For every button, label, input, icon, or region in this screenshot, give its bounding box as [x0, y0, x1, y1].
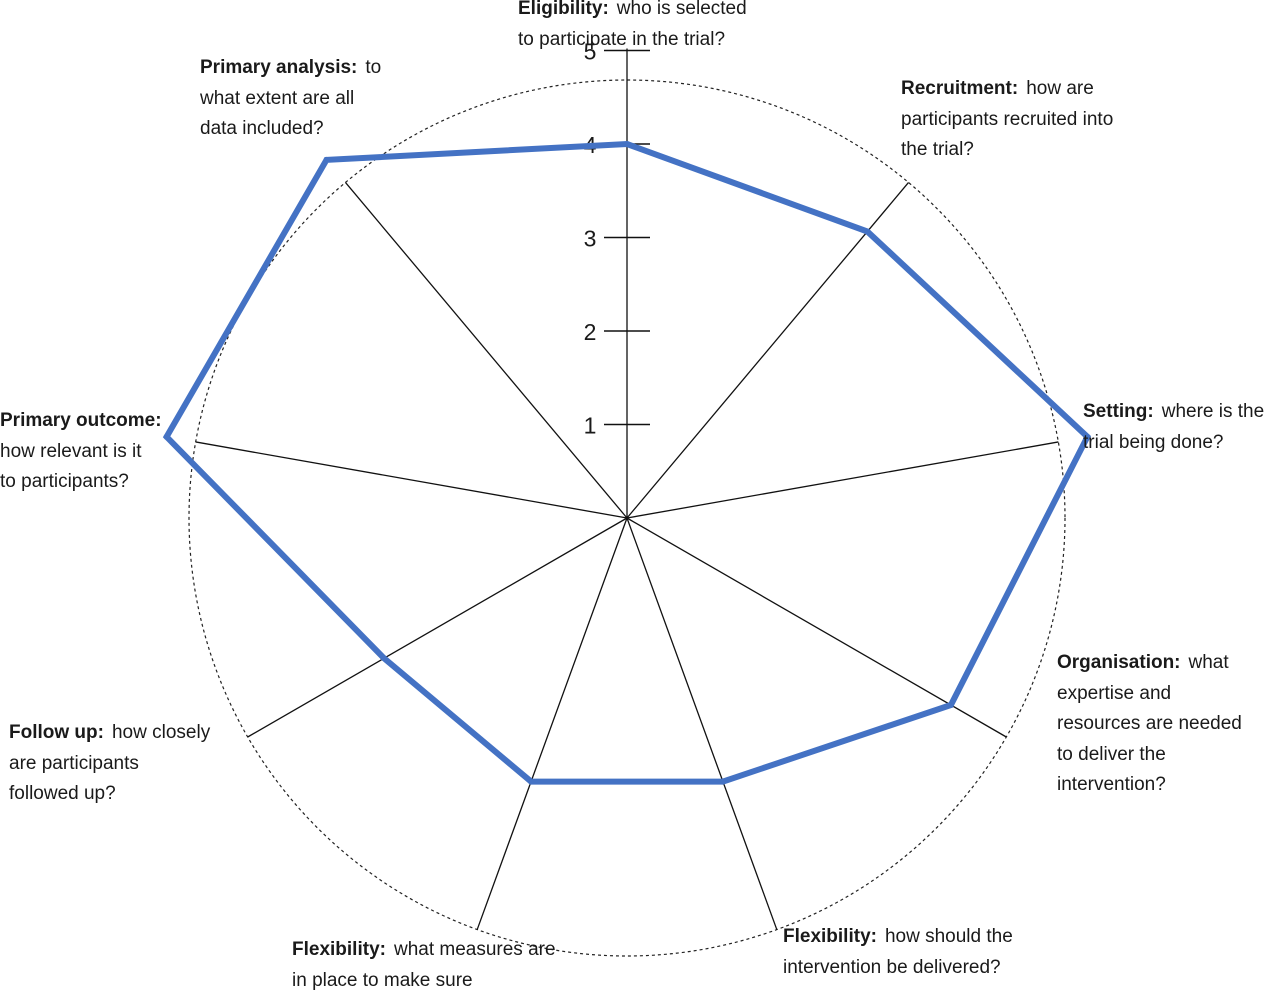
label-organisation: Organisation: what expertise and resources … [1057, 648, 1242, 801]
spoke-line-9 [344, 182, 628, 519]
axis-description: how closely [111, 722, 211, 743]
axis-title: Primary analysis: [200, 57, 358, 78]
axis-description: the trial? [901, 139, 974, 160]
axis-description: data included? [200, 118, 324, 139]
label-flexibility-delivery: Flexibility: how should the intervention b… [783, 922, 1013, 983]
axis-description: are participants [9, 752, 139, 774]
tick-label: 3 [584, 226, 597, 252]
label-flexibility-measures: Flexibility: what measures are in place to… [292, 935, 556, 996]
axis-title: Primary outcome: [0, 410, 162, 431]
axis-title: Flexibility: [292, 939, 386, 960]
outer-boundary-circle [188, 79, 1066, 957]
label-primary-outcome: Primary outcome: how relevant is it to par… [0, 406, 162, 498]
axis-description: to participate in the trial? [518, 28, 726, 50]
axis-description: trial being done? [1083, 431, 1224, 453]
spoke-line-3 [626, 441, 1059, 519]
axis-title: Flexibility: [783, 926, 877, 947]
spoke-line-7 [247, 517, 628, 738]
spoke-line-6 [476, 517, 628, 930]
data-point-2 [864, 228, 871, 235]
data-point-7 [381, 655, 388, 662]
axis-description: expertise and [1057, 682, 1172, 704]
axis-description: intervention be delivered? [783, 956, 1001, 978]
spoke-line-4 [626, 517, 1007, 738]
axis-description: who is selected [616, 0, 747, 19]
axis-description: in place to make sure [292, 969, 473, 991]
data-point-1 [624, 141, 630, 147]
axis-description: how should the [884, 926, 1013, 947]
axis-description: how relevant is it [0, 440, 142, 462]
tick-label: 5 [584, 39, 597, 65]
series-line [162, 140, 1092, 785]
axis-description: participants recruited into [901, 108, 1114, 130]
spoke-line-2 [626, 182, 910, 519]
data-point-9 [323, 156, 330, 163]
tick-label: 2 [584, 319, 597, 345]
label-eligibility: Eligibility: who is selected to participat… [518, 0, 747, 55]
axis-description: followed up? [9, 783, 116, 804]
axis-description: intervention? [1057, 774, 1166, 795]
axis-description: resources are needed [1057, 713, 1242, 734]
tick-label: 1 [584, 413, 597, 439]
data-point-6 [528, 778, 535, 785]
axis-title: Organisation: [1057, 652, 1181, 673]
data-point-8 [163, 433, 170, 440]
axis-title: Follow up: [9, 722, 104, 743]
axis-description: what extent are all [200, 87, 355, 109]
axis-description: what [1188, 652, 1229, 673]
axis-title: Recruitment: [901, 78, 1019, 99]
axis-description: to participants? [0, 471, 129, 492]
axis-title: Setting: [1083, 401, 1154, 422]
label-follow-up: Follow up: how closely are participants fol… [9, 718, 210, 810]
label-primary-analysis: Primary analysis: to what extent are all da… [200, 53, 381, 145]
data-point-4 [947, 702, 954, 708]
spoke-line-5 [626, 517, 778, 930]
data-point-3 [1084, 433, 1091, 440]
axis-description: where is the [1161, 401, 1265, 422]
data-point-5 [719, 778, 726, 785]
label-recruitment: Recruitment: how are participants recruite… [901, 74, 1113, 166]
spoke-line-8 [195, 441, 628, 519]
axis-description: to deliver the [1057, 743, 1166, 765]
axis-description: to [365, 57, 382, 78]
label-setting: Setting: where is the trial being done? [1083, 397, 1264, 458]
axis-description: what measures are [393, 939, 556, 960]
axis-title: Eligibility: [518, 0, 609, 19]
axis-description: how are [1026, 78, 1094, 99]
